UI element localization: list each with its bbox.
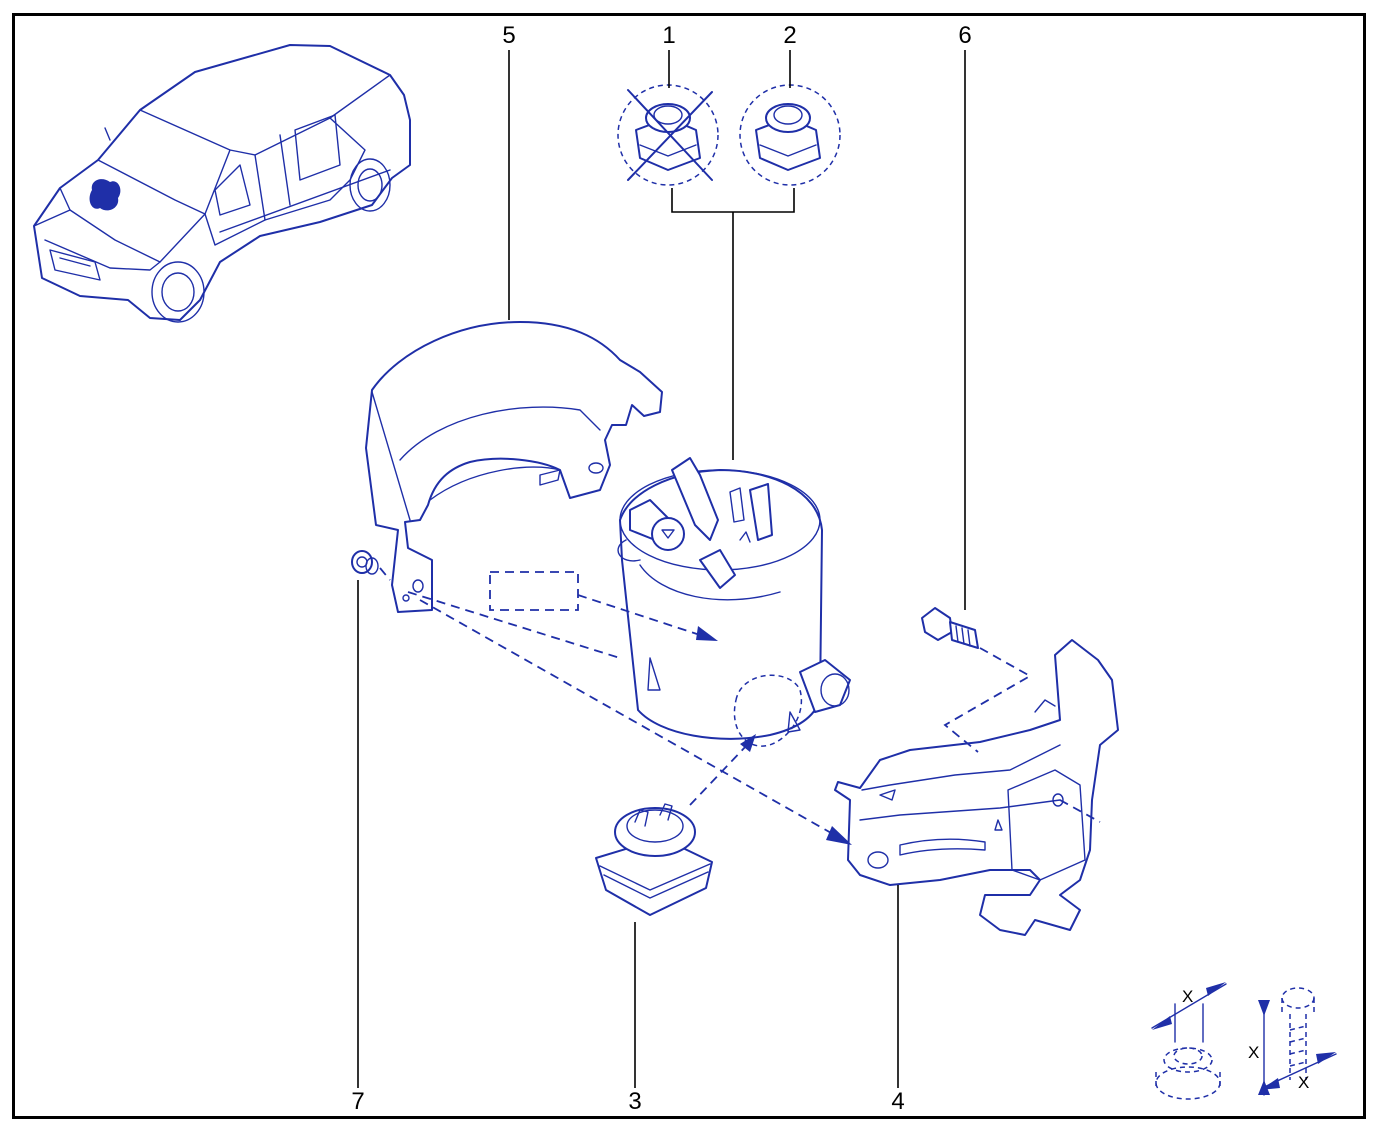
fuel-filter-assembly bbox=[617, 457, 851, 740]
callout-7: 7 bbox=[351, 1088, 365, 1115]
callout-2: 2 bbox=[783, 22, 797, 49]
vehicle-locator-illustration bbox=[33, 44, 411, 323]
callout-1: 1 bbox=[662, 22, 676, 49]
part-1-connector-not-used bbox=[617, 84, 719, 186]
leader-1-2-bracket bbox=[671, 188, 795, 460]
callout-leader-lines bbox=[357, 50, 966, 1088]
torque-bolt-x-side-label: X bbox=[1248, 1043, 1260, 1062]
callout-4: 4 bbox=[891, 1088, 905, 1115]
part-6-bolt bbox=[921, 607, 979, 649]
part-2-connector bbox=[739, 84, 841, 186]
diagram-frame bbox=[12, 13, 1366, 1119]
torque-nut-x-label: X bbox=[1182, 987, 1194, 1006]
torque-bolt-x-bottom-label: X bbox=[1298, 1073, 1310, 1092]
torque-nut-symbol bbox=[1151, 982, 1227, 1100]
part-4-lower-bracket bbox=[834, 639, 1119, 936]
part-7-nut bbox=[351, 550, 379, 575]
torque-bolt-symbol bbox=[1258, 987, 1337, 1096]
assembly-guide-lines bbox=[379, 567, 1101, 845]
callout-6: 6 bbox=[958, 22, 972, 49]
part-5-upper-bracket bbox=[365, 321, 663, 613]
callout-5: 5 bbox=[502, 22, 516, 49]
component-location-marker bbox=[89, 179, 121, 211]
part-3-connector bbox=[595, 803, 713, 916]
callout-3: 3 bbox=[628, 1088, 642, 1115]
